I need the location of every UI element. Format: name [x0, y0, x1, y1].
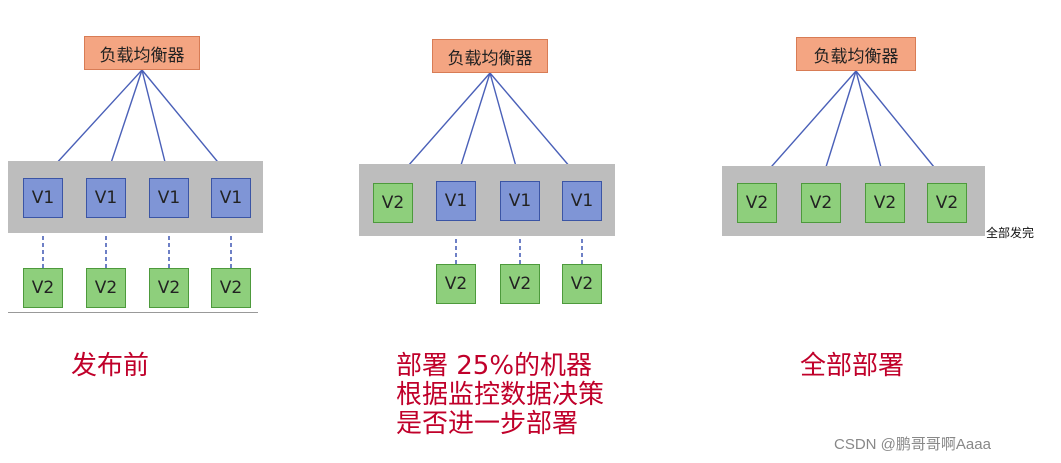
caption-2: 部署 25%的机器 根据监控数据决策 是否进一步部署	[396, 352, 604, 439]
server-node: V2	[927, 183, 967, 223]
server-node: V1	[436, 181, 476, 221]
new-version-node: V2	[149, 268, 189, 308]
load-balancer-3: 负载均衡器	[796, 37, 916, 71]
new-version-node: V2	[562, 264, 602, 304]
fully-deployed-note: 全部发完	[986, 226, 1035, 240]
traffic-arrow	[141, 69, 172, 179]
caption-3: 全部部署	[800, 352, 904, 381]
server-node: V2	[801, 183, 841, 223]
traffic-arrow	[489, 72, 523, 182]
server-node: V2	[737, 183, 777, 223]
caption-1: 发布前	[71, 352, 149, 381]
server-node: V2	[373, 183, 413, 223]
new-version-node: V2	[436, 264, 476, 304]
traffic-arrow	[104, 69, 143, 179]
new-version-node: V2	[211, 268, 251, 308]
traffic-arrow	[855, 70, 948, 184]
server-node: V1	[23, 178, 63, 218]
caption-line: 是否进一步部署	[396, 409, 579, 439]
caption-line: 发布前	[71, 351, 150, 381]
server-node: V1	[211, 178, 251, 218]
traffic-arrow	[42, 69, 143, 179]
traffic-arrow	[818, 70, 857, 184]
server-node: V2	[865, 183, 905, 223]
new-version-node: V2	[500, 264, 540, 304]
baseline	[8, 312, 258, 313]
traffic-arrow	[489, 72, 583, 182]
traffic-arrow	[453, 72, 491, 182]
traffic-arrow	[756, 70, 857, 184]
caption-line: 根据监控数据决策	[396, 380, 605, 410]
load-balancer-1: 负载均衡器	[84, 36, 200, 70]
traffic-arrow	[855, 70, 888, 184]
load-balancer-2: 负载均衡器	[432, 39, 548, 73]
watermark: CSDN @鹏哥哥啊Aaaa	[834, 436, 991, 453]
server-node: V1	[562, 181, 602, 221]
caption-line: 全部部署	[800, 351, 905, 381]
caption-line: 部署 25%的机器	[396, 351, 593, 381]
server-node: V1	[500, 181, 540, 221]
server-node: V1	[86, 178, 126, 218]
new-version-node: V2	[86, 268, 126, 308]
server-node: V1	[149, 178, 189, 218]
new-version-node: V2	[23, 268, 63, 308]
traffic-arrow	[141, 69, 232, 179]
